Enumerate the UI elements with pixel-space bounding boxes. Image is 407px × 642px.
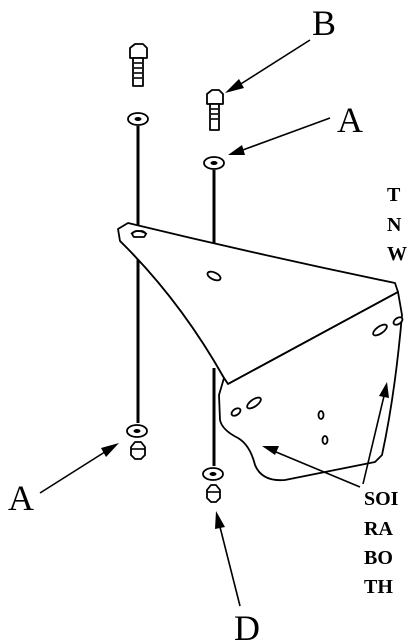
callout-b: B: [312, 3, 336, 43]
flange-slots: [230, 316, 404, 445]
note-top: T N W: [387, 184, 407, 265]
arrow-a-lower: [39, 443, 119, 494]
left-bolt: [129, 43, 148, 87]
arrow-a-upper: [228, 117, 331, 155]
arrow-note-right: [362, 382, 389, 485]
bracket-bend-line: [227, 291, 399, 385]
arrow-d: [215, 511, 241, 607]
note-bottom: SOI RA BO TH: [364, 488, 399, 598]
bracket-slot-right: [206, 270, 222, 282]
mounting-bracket: [117, 222, 404, 482]
arrow-note-left: [262, 446, 361, 488]
bracket-slot-left: [130, 230, 148, 238]
note-bottom-line-1: SOI: [364, 488, 399, 510]
left-nut: [130, 441, 146, 460]
callout-d: D: [234, 608, 260, 642]
note-bottom-line-4: TH: [364, 576, 393, 598]
note-top-line-1: T: [387, 184, 401, 206]
right-bolt: [206, 89, 224, 131]
bracket-front-flange: [218, 291, 403, 482]
right-lower-washer: [202, 467, 224, 481]
right-nut: [206, 484, 221, 503]
bracket-bend-curve: [119, 240, 225, 379]
left-bolt-assembly: [126, 43, 149, 460]
arrow-b: [225, 39, 311, 93]
right-bolt-assembly: [202, 89, 225, 503]
note-bottom-line-3: BO: [364, 547, 393, 569]
callout-a-lower: A: [8, 478, 34, 518]
left-lower-washer: [126, 424, 148, 438]
callout-a-upper: A: [337, 100, 363, 140]
left-upper-washer: [127, 112, 149, 126]
right-upper-washer: [203, 156, 225, 170]
leader-arrows: [39, 39, 389, 607]
note-top-line-2: N: [387, 214, 402, 236]
note-bottom-line-2: RA: [364, 518, 393, 540]
note-top-line-3: W: [387, 243, 407, 265]
